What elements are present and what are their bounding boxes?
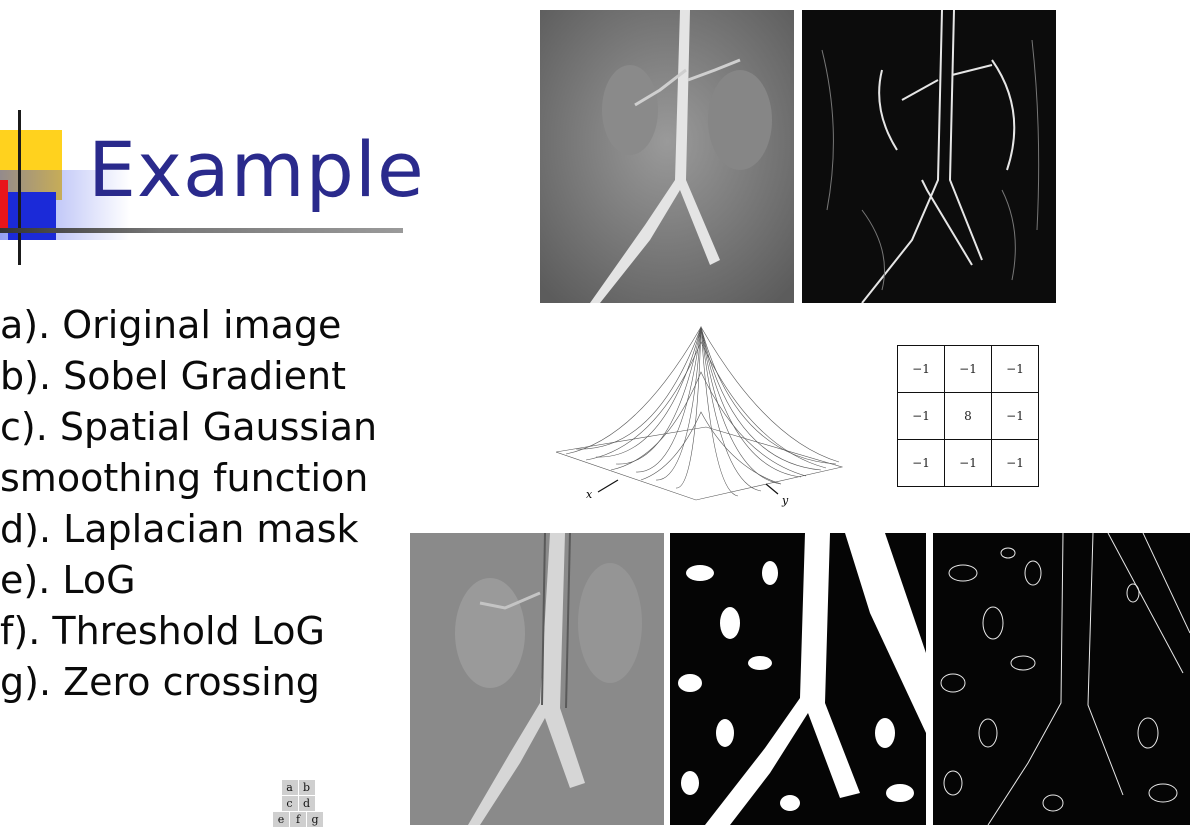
legend-letter: f bbox=[290, 812, 306, 827]
mask-cell: 8 bbox=[944, 392, 992, 440]
gaussian-surface-plot: x y bbox=[555, 326, 844, 507]
title-decoration-red bbox=[0, 180, 8, 228]
caption-item: b). Sobel Gradient bbox=[0, 354, 347, 398]
legend-letter: c bbox=[281, 796, 298, 811]
gaussian-y-axis-label: y bbox=[781, 494, 789, 507]
caption-list: a). Original image b). Sobel Gradient c)… bbox=[0, 300, 377, 708]
original-image-panel bbox=[540, 10, 794, 303]
sobel-gradient-image bbox=[802, 10, 1056, 303]
original-angiogram-image bbox=[540, 10, 794, 303]
zero-crossing-panel bbox=[933, 533, 1190, 825]
laplacian-mask-table: −1 −1 −1 −1 8 −1 −1 −1 −1 bbox=[897, 345, 1039, 487]
caption-item: d). Laplacian mask bbox=[0, 507, 359, 551]
caption-item: a). Original image bbox=[0, 303, 342, 347]
mask-cell: −1 bbox=[897, 345, 945, 393]
caption-item: f). Threshold LoG bbox=[0, 609, 325, 653]
gaussian-x-axis-label: x bbox=[586, 488, 593, 501]
gaussian-surface-panel: x y bbox=[555, 322, 846, 512]
legend-letter: g bbox=[307, 812, 323, 827]
mask-cell: −1 bbox=[897, 439, 945, 487]
caption-item: c). Spatial Gaussian bbox=[0, 405, 378, 449]
threshold-log-image bbox=[670, 533, 926, 825]
threshold-log-panel bbox=[670, 533, 926, 825]
zero-crossing-image bbox=[933, 533, 1190, 825]
mask-cell: −1 bbox=[991, 345, 1039, 393]
caption-item: smoothing function bbox=[0, 456, 369, 500]
sobel-gradient-panel bbox=[802, 10, 1056, 303]
legend-letter: a bbox=[281, 780, 298, 795]
legend-letter: e bbox=[273, 812, 289, 827]
caption-item: e). LoG bbox=[0, 558, 136, 602]
mask-cell: −1 bbox=[991, 392, 1039, 440]
log-panel bbox=[410, 533, 664, 825]
mask-cell: −1 bbox=[944, 439, 992, 487]
mask-cell: −1 bbox=[944, 345, 992, 393]
legend-letter: d bbox=[298, 796, 315, 811]
mask-cell: −1 bbox=[897, 392, 945, 440]
legend-letter: b bbox=[298, 780, 315, 795]
log-image bbox=[410, 533, 664, 825]
mask-cell: −1 bbox=[991, 439, 1039, 487]
caption-item: g). Zero crossing bbox=[0, 660, 320, 704]
title-underline bbox=[0, 228, 403, 233]
panel-letter-legend: a b c d e f g bbox=[273, 780, 323, 828]
slide-title: Example bbox=[88, 125, 425, 214]
title-vertical-rule bbox=[18, 110, 21, 265]
